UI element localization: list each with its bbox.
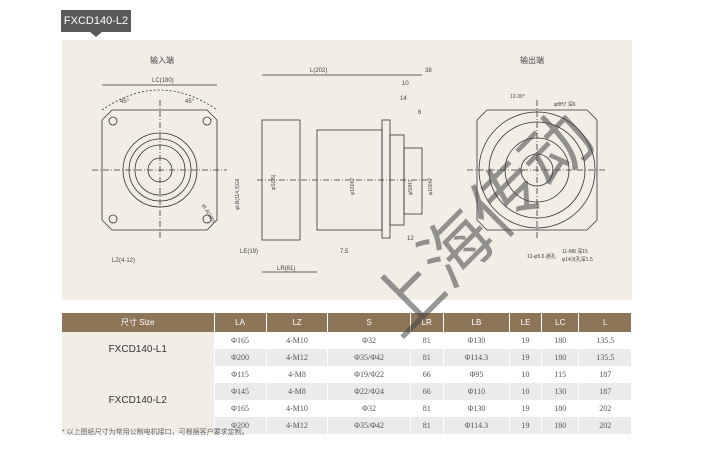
le-dim: LE(19)	[240, 249, 258, 255]
table-cell: 180	[541, 400, 580, 417]
table-cell: Φ32	[327, 332, 411, 349]
table-cell: Φ95	[443, 366, 511, 383]
column-header: S	[327, 313, 411, 332]
table-cell: 4-M10	[266, 332, 329, 349]
table-cell: Φ200	[214, 349, 267, 366]
table-cell: 10	[509, 383, 543, 400]
table-cell: Φ145	[214, 383, 267, 400]
column-header: LB	[443, 313, 511, 332]
column-header: LA	[214, 313, 267, 332]
table-cell: 180	[541, 332, 580, 349]
column-header: LZ	[266, 313, 329, 332]
table-cell: 81	[410, 332, 444, 349]
table-cell: 19	[509, 400, 543, 417]
counterbore-label: φ14沉孔深1.5	[562, 256, 593, 263]
table-cell: 19	[509, 332, 543, 349]
table-cell: 81	[410, 400, 444, 417]
angle-label: 45°	[120, 99, 130, 105]
technical-drawing: 输入端 LC(180) 45° 45° φLA(200) LZ(4-12) L(…	[92, 55, 607, 273]
la-dim: φLA(200)	[200, 203, 216, 225]
column-header: 尺寸 Size	[62, 313, 215, 332]
thru-hole-label: 12-φ5.6 通孔	[527, 253, 556, 260]
table-cell: Φ19/Φ22	[327, 366, 411, 383]
table-cell: 19	[509, 349, 543, 366]
table-cell: Φ165	[214, 400, 267, 417]
table-cell: Φ165	[214, 332, 267, 349]
table-cell: 81	[410, 417, 444, 434]
output-flange	[476, 109, 598, 231]
table-cell: 4-M12	[266, 417, 329, 434]
dim-14: 14	[400, 96, 407, 102]
table-cell: 130	[541, 383, 580, 400]
table-cell: Φ114.3	[443, 417, 511, 434]
table-cell: Φ35/Φ42	[327, 417, 411, 434]
table-cell: Φ115	[214, 366, 267, 383]
dim-10: 10	[402, 81, 409, 87]
model-cell: FXCD140-L1	[62, 332, 215, 366]
table-cell: Φ130	[443, 332, 511, 349]
table-cell: 4-M12	[266, 349, 329, 366]
table-cell: 4-M10	[266, 400, 329, 417]
d160-dim: φ160h7	[350, 178, 356, 195]
column-header: LE	[509, 313, 543, 332]
dim-6: 6	[418, 110, 422, 116]
table-cell: 202	[578, 417, 632, 434]
table-cell: Φ130	[443, 400, 511, 417]
table-cell: Φ32	[327, 400, 411, 417]
column-header: LC	[541, 313, 580, 332]
table-cell: 180	[541, 349, 580, 366]
table-cell: 4-M8	[266, 366, 329, 383]
table-cell: 10	[509, 366, 543, 383]
l-dim: L(202)	[310, 68, 327, 74]
pin-hole-label: φ8H7 深6	[554, 101, 576, 108]
table-cell: 187	[578, 383, 632, 400]
input-flange	[101, 109, 218, 231]
output-end-label: 输出端	[520, 55, 544, 65]
model-cell: FXCD140-L2	[62, 366, 215, 434]
table-cell: 135.5	[578, 332, 632, 349]
model-tab: FXCD140-L2	[61, 10, 131, 37]
table-cell: Φ114.3	[443, 349, 511, 366]
table-cell: Φ200	[214, 417, 267, 434]
lc-dim: LC(180)	[152, 78, 174, 84]
dim-7-5: 7.5	[340, 249, 349, 255]
table-cell: 66	[410, 366, 444, 383]
table-cell: Φ110	[443, 383, 511, 400]
s-dim: φS(35)	[271, 174, 277, 190]
table-cell: 66	[410, 383, 444, 400]
tap-hole-label: 11-M8 深15	[562, 248, 588, 255]
input-end-label: 输入端	[150, 55, 174, 65]
dim-38: 38	[425, 68, 432, 74]
table-cell: 202	[578, 400, 632, 417]
footnote: * 以上图纸尺寸为常用公制电机接口，可根据客户要求定制。	[62, 429, 249, 436]
table-cell: 180	[541, 417, 580, 434]
table-cell: 81	[410, 349, 444, 366]
table-cell: Φ35/Φ42	[327, 349, 411, 366]
pitch-dim: 12-30°	[510, 94, 525, 100]
table-cell: 4-M8	[266, 383, 329, 400]
lz-dim: LZ(4-12)	[112, 258, 135, 264]
column-header: L	[578, 313, 632, 332]
table-cell: 135.5	[578, 349, 632, 366]
column-header: LR	[410, 313, 444, 332]
table-cell: Φ22/Φ24	[327, 383, 411, 400]
lb-dim: φLB(114.3)G6	[235, 178, 241, 210]
angle-label: 45°	[185, 99, 195, 105]
table-cell: 187	[578, 366, 632, 383]
lr-dim: LR(81)	[277, 266, 295, 272]
table-cell: 19	[509, 417, 543, 434]
table-cell: 115	[541, 366, 580, 383]
dim-12: 12	[407, 236, 414, 242]
d50-dim: φ50H7	[408, 180, 414, 195]
d100-dim: φ100h7	[428, 178, 434, 195]
drawing-panel: 输入端 LC(180) 45° 45° φLA(200) LZ(4-12) L(…	[62, 40, 632, 300]
